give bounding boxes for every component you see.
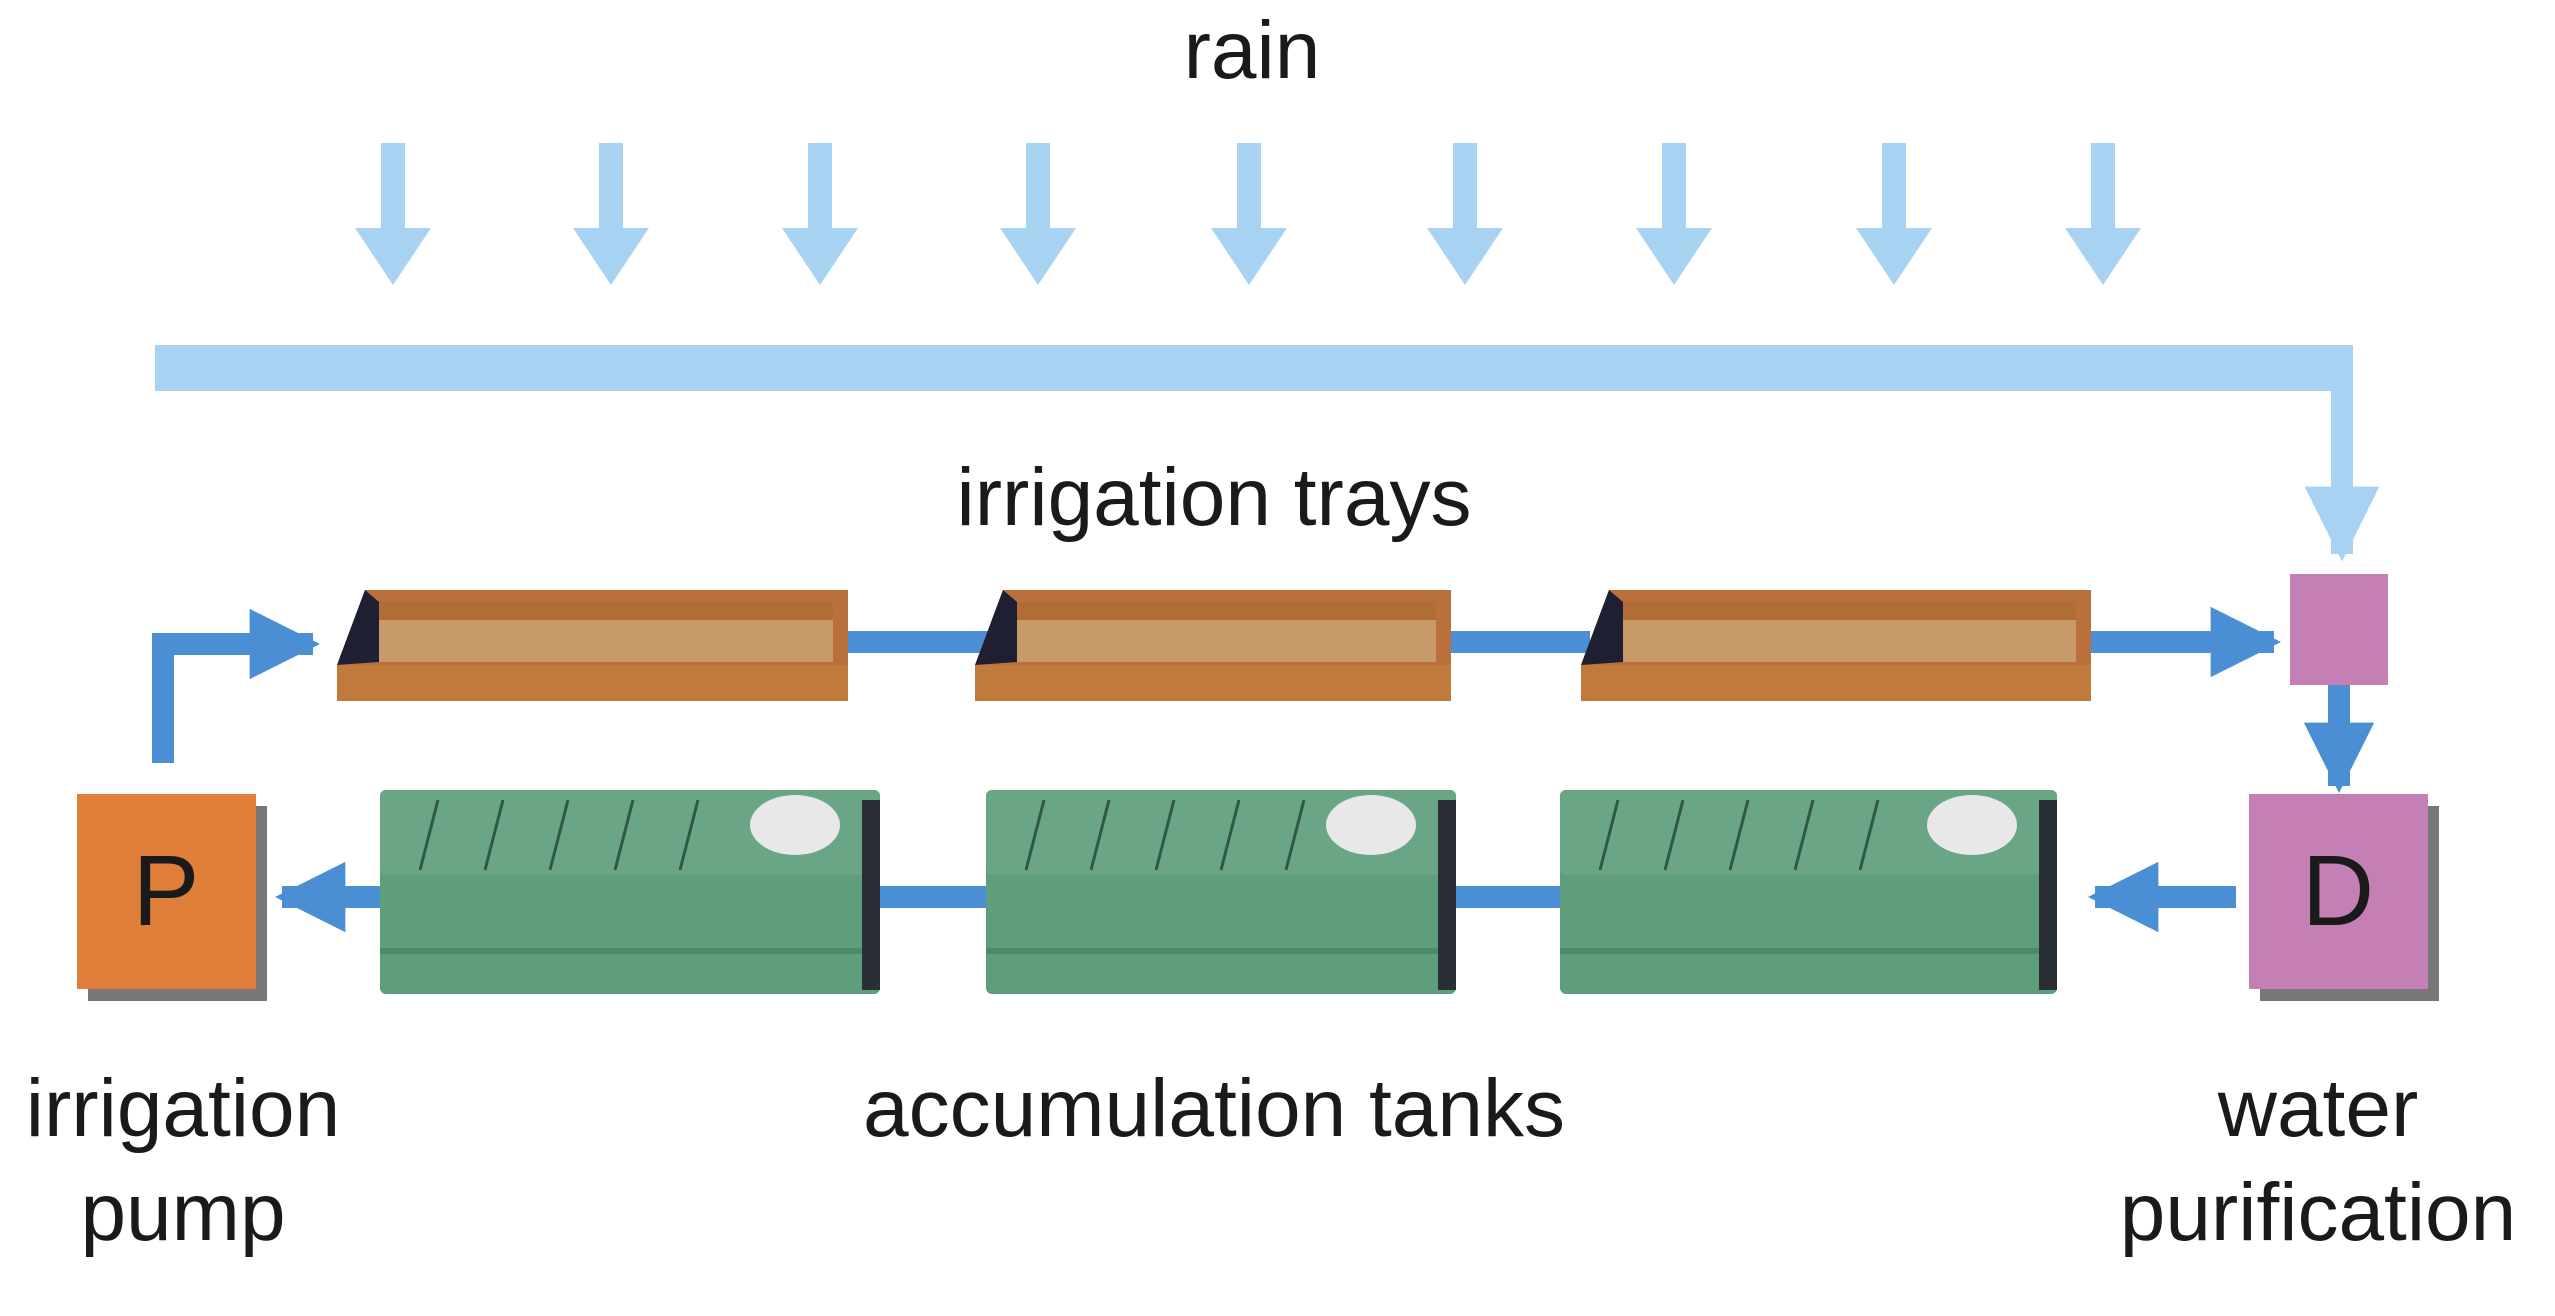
- irrigation-tray: [975, 590, 1451, 701]
- rain-arrow-icon: [1000, 143, 1076, 285]
- rain-arrow-icon: [1211, 143, 1287, 285]
- pump-label-line2: pump: [80, 1167, 285, 1258]
- purifier-letter: D: [2302, 835, 2374, 947]
- irrigation-tray: [337, 590, 848, 701]
- rain-label: rain: [1184, 5, 1321, 96]
- accumulation-tank: [380, 790, 880, 994]
- pump-to-tray-arrow: [152, 608, 321, 763]
- pump-box: [77, 794, 256, 989]
- rain-arrow-icon: [2065, 143, 2141, 285]
- rain-arrow-icon: [782, 143, 858, 285]
- rain-arrow-icon: [355, 143, 431, 285]
- pump-label-line1: irrigation: [26, 1063, 340, 1154]
- accumulation-tanks: [380, 790, 2057, 994]
- pump-letter: P: [133, 835, 200, 947]
- rain-arrow-icon: [1856, 143, 1932, 285]
- flow-connectors: [840, 631, 1590, 908]
- irrigation-tray: [1581, 590, 2091, 701]
- irrigation-trays: [337, 590, 2091, 701]
- purification-label-line2: purification: [2120, 1167, 2517, 1258]
- trays-label: irrigation trays: [957, 452, 1472, 543]
- filter-box: [2290, 574, 2388, 685]
- rain-arrows: [355, 143, 2141, 285]
- tanks-label: accumulation tanks: [863, 1063, 1565, 1154]
- rain-arrow-icon: [1427, 143, 1503, 285]
- purifier-box: [2249, 794, 2428, 989]
- accumulation-tank: [986, 790, 1456, 994]
- purification-label-line1: water: [2217, 1063, 2419, 1154]
- accumulation-tank: [1560, 790, 2057, 994]
- rain-collection-pipe: [155, 345, 2353, 391]
- rain-arrow-icon: [1636, 143, 1712, 285]
- rain-arrow-icon: [573, 143, 649, 285]
